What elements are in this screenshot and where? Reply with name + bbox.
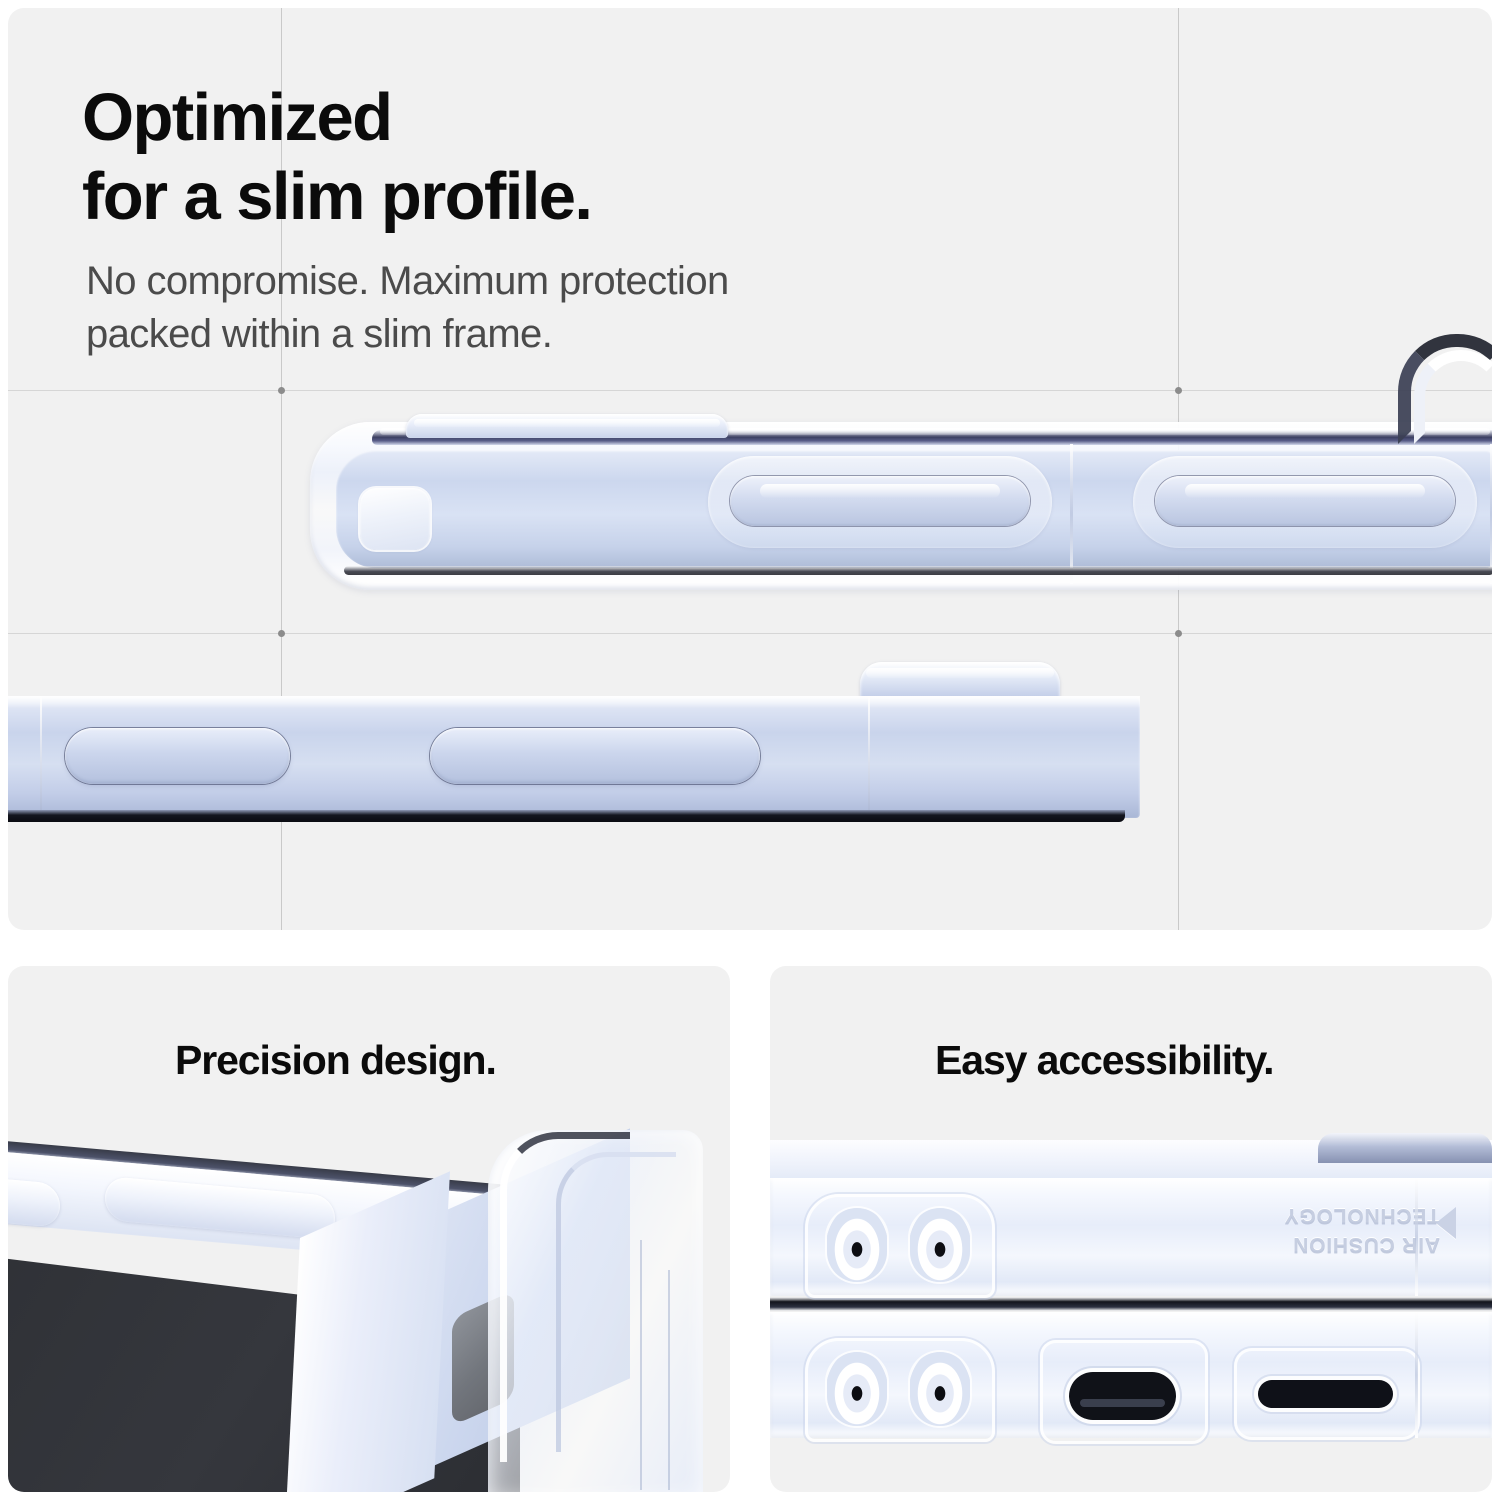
device-frame-gloss [8, 696, 1140, 708]
case-seam-left [1070, 444, 1073, 584]
device-rim-highlight [380, 428, 1490, 435]
volume-down-button-bare [430, 728, 760, 784]
emboss-line-1: AIR CUSHION [1292, 1233, 1440, 1256]
speaker-hole-top-2 [910, 1208, 970, 1282]
camera-ring-hint [1318, 1133, 1492, 1163]
view-divider [770, 1297, 1492, 1311]
emboss-line-2: TECHNOLOGY [1283, 1204, 1440, 1228]
antenna-seam-right [868, 696, 870, 818]
volume-down-button-cased [1155, 476, 1455, 526]
case-hairline-a [640, 1240, 642, 1490]
case-corner-detail [1398, 334, 1492, 444]
usb-c-port [1069, 1372, 1176, 1420]
air-cushion-emboss: AIR CUSHION TECHNOLOGY [1210, 1196, 1440, 1258]
camera-bump-highlight [866, 668, 1054, 678]
volume-up-button-cased [730, 476, 1030, 526]
page-title: Optimized for a slim profile. [82, 80, 593, 235]
mute-switch-cutout [360, 488, 430, 550]
guide-dot-bottom-left [278, 630, 285, 637]
usb-cutout-outline [1040, 1340, 1208, 1444]
case-seam-right [1490, 444, 1492, 584]
device-bottom-rim [344, 566, 1492, 575]
precision-design-title: Precision design. [175, 1037, 497, 1083]
usb-c-port-inner [1080, 1399, 1165, 1407]
speaker-hole-bottom-2 [910, 1352, 970, 1426]
easy-accessibility-title: Easy accessibility. [935, 1037, 1275, 1083]
speaker-slot [1258, 1380, 1393, 1408]
button-gloss [760, 484, 1000, 498]
antenna-seam-left [40, 696, 42, 818]
case-seam-bottom-view [1415, 1312, 1418, 1438]
speaker-cutout-outline-top [805, 1194, 995, 1298]
guide-line-horizontal-bottom [8, 633, 1492, 634]
play-triangle-icon [1436, 1207, 1456, 1239]
guide-dot-top-right [1175, 387, 1182, 394]
guide-dot-top-left [278, 387, 285, 394]
button-gloss [1185, 484, 1425, 498]
device-bottom-edge-view-top [770, 1178, 1492, 1296]
case-corner-lip-inner [556, 1152, 676, 1452]
case-corner-lip-outer [500, 1132, 630, 1462]
volume-up-button-bare [65, 728, 290, 784]
speaker-cutout-outline-bottom [805, 1338, 995, 1442]
case-corner-inner-arc [1414, 350, 1492, 444]
guide-dot-bottom-right [1175, 630, 1182, 637]
speaker-slot-outline [1234, 1348, 1420, 1440]
case-seam-top-view [1415, 1178, 1418, 1296]
case-hairline-b [668, 1270, 670, 1490]
camera-plateau-highlight [414, 419, 720, 427]
device-bottom-edge [8, 810, 1125, 822]
bare-phone-profile [8, 662, 1160, 840]
guide-line-horizontal-top [8, 390, 1492, 391]
cased-phone-profile [310, 414, 1492, 592]
hero-panel: Optimized for a slim profile. No comprom… [8, 8, 1492, 930]
page-subtitle: No compromise. Maximum protection packed… [86, 259, 729, 357]
